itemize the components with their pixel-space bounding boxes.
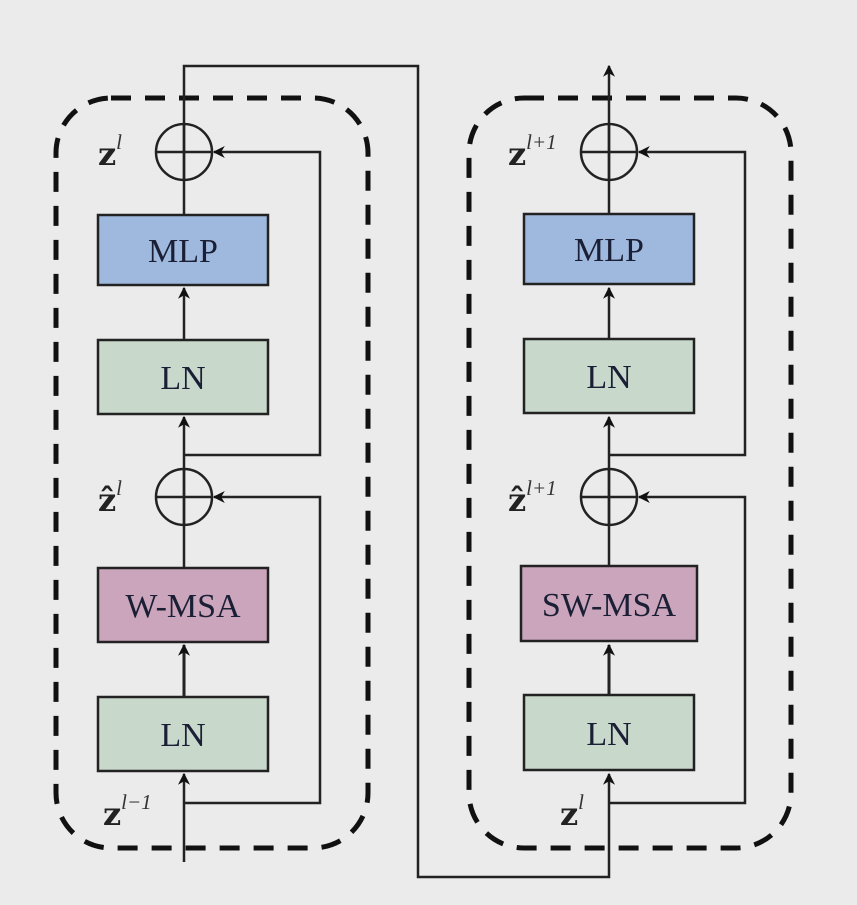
block-2-adder-mid-icon bbox=[579, 467, 639, 527]
block-2-output-label: zl+1 bbox=[508, 130, 557, 173]
block-2-skip-connection-mlp bbox=[609, 146, 747, 457]
block-1-input-label: zl−1 bbox=[103, 790, 152, 833]
block-2-ln-bottom-label: LN bbox=[586, 716, 631, 753]
block-1-adder-top-icon bbox=[154, 122, 214, 182]
block-1-skip-connection-mlp bbox=[184, 146, 322, 457]
block-1-ln-bottom-label: LN bbox=[160, 717, 205, 754]
block-2-attention-box: SW-MSA bbox=[519, 564, 699, 643]
block-1-ln-bottom-box: LN bbox=[96, 695, 270, 773]
block-connector-line bbox=[182, 64, 615, 879]
block-1-mlp-label: MLP bbox=[148, 233, 218, 270]
block-1: MLP LN W-MSA LN zl ẑl zl−1 bbox=[53, 95, 371, 862]
block-2-ln-top-box: LN bbox=[522, 337, 696, 415]
block-1-output-label: zl bbox=[98, 130, 122, 173]
block-2: MLP LN SW-MSA LN zl+1 ẑl+1 zl bbox=[466, 64, 794, 851]
block-1-ln-top-label: LN bbox=[160, 360, 205, 397]
block-2-input-label: zl bbox=[560, 790, 584, 833]
block-2-adder-top-icon bbox=[579, 122, 639, 182]
block-2-skip-connection-attention bbox=[609, 491, 747, 805]
block-2-mid-label: ẑl+1 bbox=[508, 476, 557, 519]
block-1-mlp-box: MLP bbox=[96, 213, 270, 287]
block-2-attention-label: SW-MSA bbox=[542, 587, 677, 624]
block-2-dashed-boundary bbox=[466, 95, 794, 851]
block-2-ln-bottom-box: LN bbox=[522, 693, 696, 772]
block-2-mlp-label: MLP bbox=[574, 232, 644, 269]
block-1-skip-connection-attention bbox=[184, 491, 322, 805]
block-2-mlp-box: MLP bbox=[522, 212, 696, 286]
block-2-ln-top-label: LN bbox=[586, 359, 631, 396]
block-1-adder-mid-icon bbox=[154, 467, 214, 527]
block-1-mid-label: ẑl bbox=[98, 476, 122, 519]
block-1-attention-box: W-MSA bbox=[96, 566, 270, 644]
block-1-ln-top-box: LN bbox=[96, 338, 270, 416]
block-1-attention-label: W-MSA bbox=[125, 588, 241, 625]
